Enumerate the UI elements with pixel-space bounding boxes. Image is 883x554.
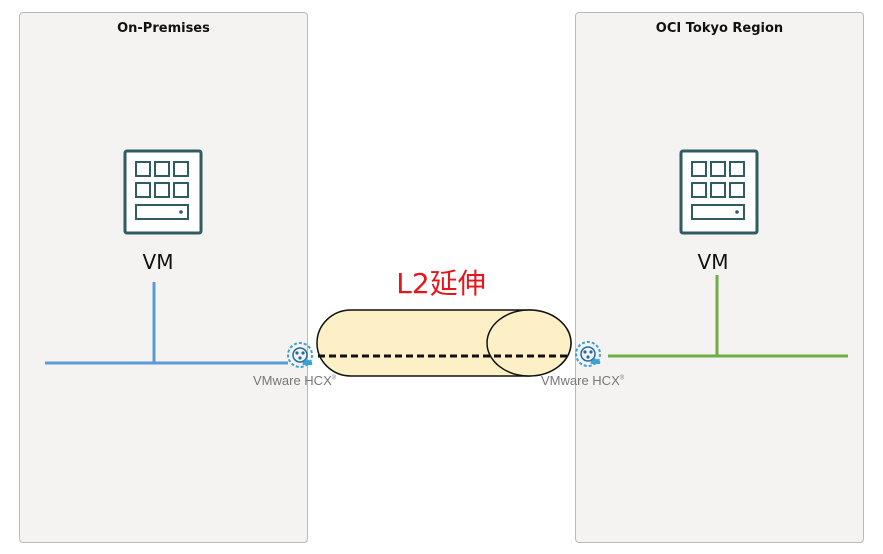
vm-label-right: VM (697, 250, 729, 274)
left-network-lines (45, 282, 288, 365)
vm-server-icon-left (123, 149, 203, 235)
vm-label-left: VM (142, 250, 174, 274)
hcx-label-right-text: VMware HCX (541, 373, 620, 388)
right-network-lines (608, 275, 848, 358)
region-title-oci-tokyo: OCI Tokyo Region (655, 21, 784, 36)
l2-extension-tunnel (316, 309, 572, 377)
vmware-hcx-icon-right (575, 341, 601, 367)
registered-mark-right: ® (619, 375, 625, 382)
hcx-label-left: VMware HCX® (253, 373, 336, 388)
vmware-hcx-icon-left (287, 342, 313, 368)
region-title-on-premises: On-Premises (117, 21, 210, 36)
oci-tokyo-region: OCI Tokyo Region (575, 12, 864, 543)
registered-mark-left: ® (331, 375, 337, 382)
on-premises-region: On-Premises (19, 12, 308, 543)
hcx-label-left-text: VMware HCX (253, 373, 332, 388)
l2-extension-label: L2延伸 (396, 267, 486, 300)
vm-server-icon-right (679, 149, 759, 235)
hcx-label-right: VMware HCX® (541, 373, 624, 388)
